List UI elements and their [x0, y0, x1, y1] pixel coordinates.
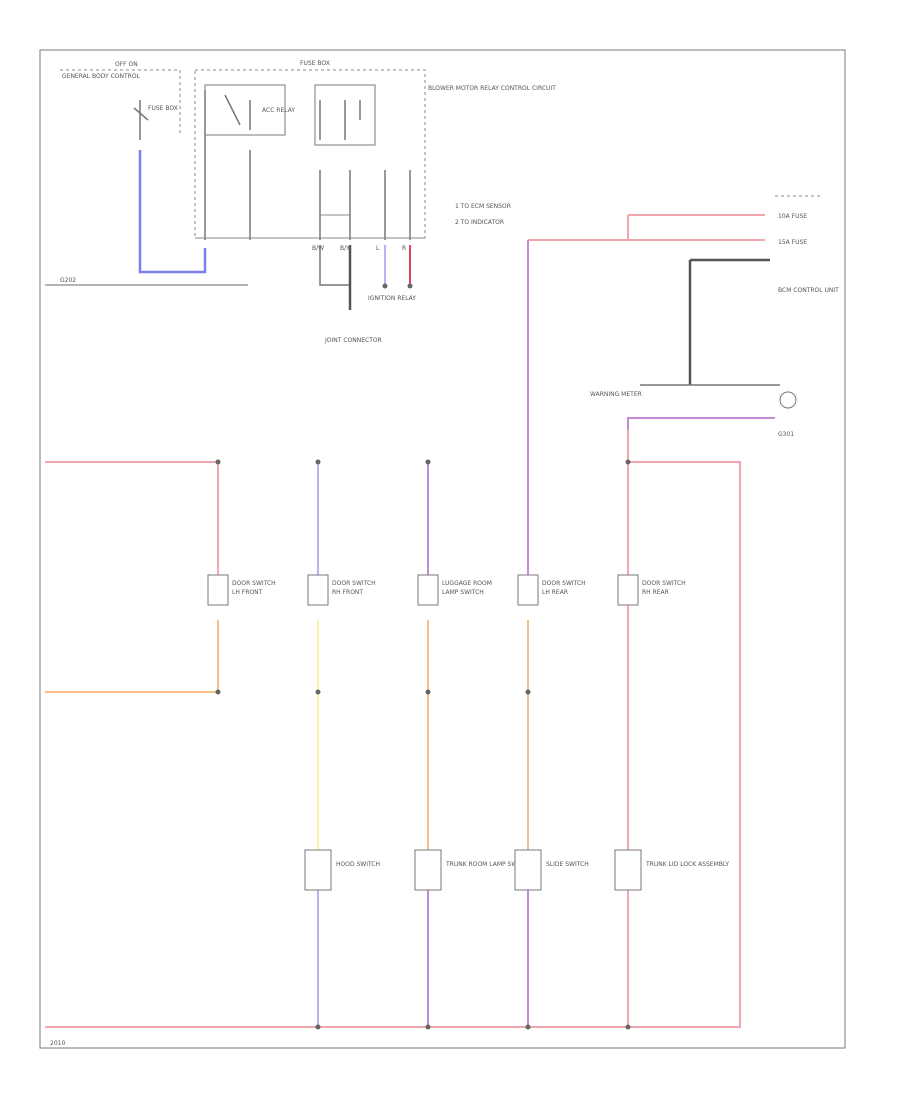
component-name: DOOR SWITCH	[642, 580, 686, 587]
bottom-component-2: TRUNK ROOM LAMP SWITCH	[414, 849, 531, 891]
relay-contact	[224, 94, 251, 130]
junction-node	[315, 1024, 321, 1030]
bottom-component-name: SLIDE SWITCH	[546, 861, 589, 868]
bottom-component-1: HOOD SWITCH	[304, 849, 380, 891]
component-4: DOOR SWITCH LH REAR	[517, 574, 586, 606]
junction-node	[425, 689, 431, 695]
module-label: GENERAL BODY CONTROL	[62, 73, 141, 80]
legend-item-1: 1 TO ECM SENSOR	[455, 203, 511, 210]
lower-lead-1	[319, 245, 350, 286]
component-name: DOOR SWITCH	[542, 580, 586, 587]
switch-label: FUSE BOX	[148, 105, 178, 112]
pin-label-3: L	[376, 245, 380, 252]
fuse-10a-label: 10A FUSE	[778, 213, 807, 220]
component-name: LUGGAGE ROOM	[442, 580, 492, 587]
fuse-15a-label: 15A FUSE	[778, 239, 807, 246]
module-sub-label: OFF ON	[115, 61, 138, 68]
junction-node	[425, 1024, 431, 1030]
junction-node	[625, 459, 631, 465]
junction-node	[315, 689, 321, 695]
bottom-component-name: TRUNK ROOM LAMP SWITCH	[445, 861, 531, 868]
control-unit-lead	[688, 258, 770, 385]
switch-symbol	[133, 100, 149, 140]
component-sub: LAMP SWITCH	[442, 589, 484, 596]
bottom-component-name: HOOD SWITCH	[336, 861, 380, 868]
connector-node-1	[382, 283, 388, 289]
junction-node	[215, 459, 221, 465]
junction-node	[215, 689, 221, 695]
diagram-frame	[39, 49, 846, 1049]
legend-item-2: 2 TO INDICATOR	[455, 219, 504, 226]
fuse-contacts	[319, 100, 361, 140]
junction-node	[525, 689, 531, 695]
red-wire-col1	[45, 461, 219, 575]
junction-node	[425, 459, 431, 465]
bottom-component-4: TRUNK LID LOCK ASSEMBLY	[614, 849, 729, 891]
purple-meter-wire	[627, 417, 775, 430]
bottom-component-name: TRUNK LID LOCK ASSEMBLY	[645, 861, 729, 868]
control-unit-label: BCM CONTROL UNIT	[778, 287, 839, 294]
ground-g301: G301	[778, 431, 794, 438]
component-5: DOOR SWITCH RH REAR	[617, 574, 686, 606]
component-1: DOOR SWITCH LH FRONT	[207, 574, 276, 606]
right-note: BLOWER MOTOR RELAY CONTROL CIRCUIT	[428, 85, 556, 92]
blue-wire	[138, 150, 207, 274]
connector-node-2	[407, 283, 413, 289]
component-2: DOOR SWITCH RH FRONT	[307, 574, 376, 606]
fuse-box-header: FUSE BOX	[300, 60, 330, 67]
junction-node	[625, 1024, 631, 1030]
module-boundary	[60, 69, 181, 135]
pin-label-2: B/Y	[340, 245, 350, 252]
component-sub: RH REAR	[642, 589, 669, 596]
meter-icon	[779, 391, 797, 409]
junction-node	[315, 459, 321, 465]
joint-connector-label: JOINT CONNECTOR	[324, 337, 382, 344]
component-3: LUGGAGE ROOM LAMP SWITCH	[417, 574, 492, 606]
footer-label: 2010	[50, 1040, 65, 1047]
orange-wire-col1	[45, 620, 219, 693]
component-name: DOOR SWITCH	[232, 580, 276, 587]
component-name: DOOR SWITCH	[332, 580, 376, 587]
relay-label: ACC RELAY	[262, 107, 295, 114]
component-sub: LH FRONT	[232, 589, 263, 596]
junction-node	[525, 1024, 531, 1030]
component-sub: LH REAR	[542, 589, 568, 596]
red-wire-col5-loop	[628, 461, 741, 1028]
component-sub: RH FRONT	[332, 589, 363, 596]
relay-box	[204, 84, 286, 136]
pin-label-4: R	[402, 245, 406, 252]
bottom-component-3: SLIDE SWITCH	[514, 849, 589, 891]
ground-label: G202	[60, 277, 76, 284]
meter-label: WARNING METER	[590, 391, 642, 398]
pin-label-1: B/W	[312, 245, 324, 252]
right-bottom-label: IGNITION RELAY	[368, 295, 416, 302]
